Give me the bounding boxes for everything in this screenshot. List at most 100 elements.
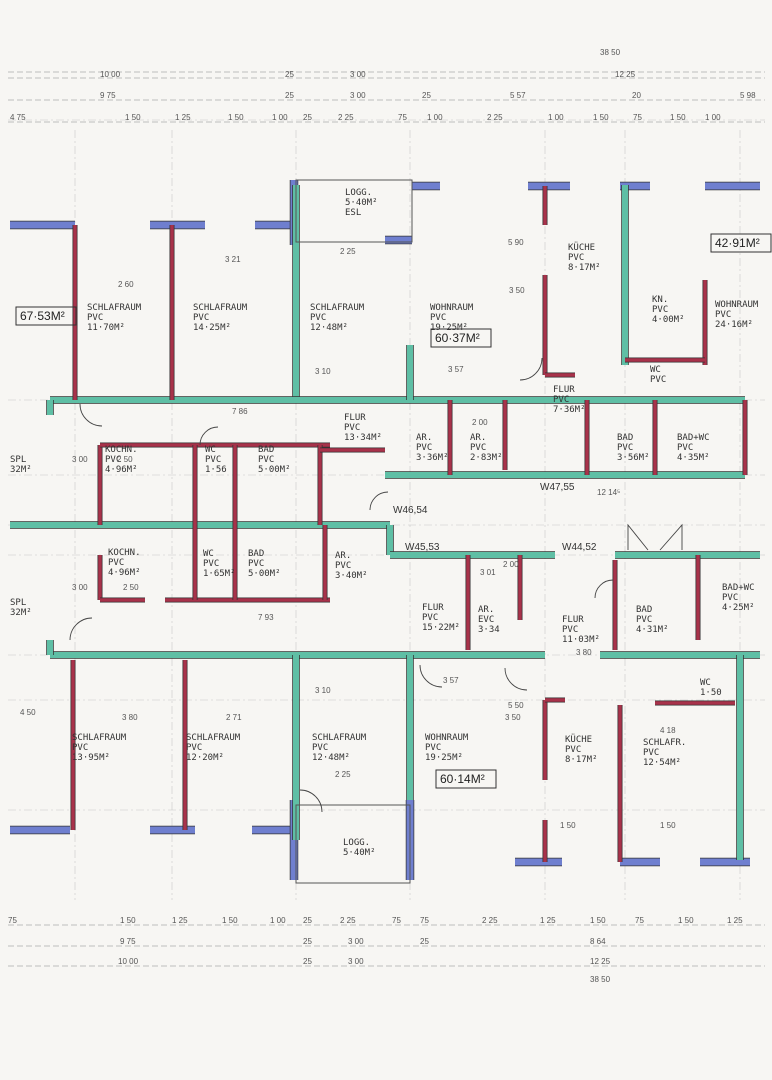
dimension-label: 3 00 — [350, 91, 366, 100]
room-floor: PVC — [105, 455, 121, 465]
unit-area-total: 67·53M² — [15, 306, 77, 326]
room-name: SCHLAFRAUM — [193, 303, 248, 313]
room-area: 13·95M² — [72, 753, 110, 763]
interior-dimension-label: 7 86 — [232, 407, 248, 416]
dimension-label: 25 — [285, 70, 294, 79]
room-area: 12·48M² — [310, 323, 348, 333]
interior-dimension-label: 5 90 — [508, 238, 524, 247]
room-floor: PVC — [565, 745, 581, 755]
room-name: BAD — [248, 549, 264, 559]
room-name: BAD — [617, 433, 633, 443]
dimension-label: 25 — [303, 113, 312, 122]
room-name: AR. — [335, 551, 351, 561]
room-floor: PVC — [677, 443, 693, 453]
room-floor: 32M² — [10, 465, 32, 475]
room-name: WOHNRAUM — [430, 303, 474, 313]
interior-dimension-label: 3 01 — [480, 568, 496, 577]
dimension-label: 5 57 — [510, 91, 526, 100]
interior-dimension-label: 2 71 — [226, 713, 242, 722]
room-floor: 32M² — [10, 608, 32, 618]
interior-dimension-label: 4 18 — [660, 726, 676, 735]
room-floor: PVC — [108, 558, 124, 568]
total-box — [435, 769, 497, 789]
apartment-door-number: W46,54 — [393, 505, 428, 516]
interior-dimension-label: 3 57 — [448, 365, 464, 374]
doors — [69, 357, 683, 813]
room-floor: PVC — [248, 559, 264, 569]
room-name: BAD — [258, 445, 274, 455]
interior-dimension-label: 12 14⁵ — [597, 488, 620, 497]
door-swing-icon — [627, 523, 683, 551]
dimension-label: 9 75 — [100, 91, 116, 100]
apartment-door-number: W45,53 — [405, 542, 440, 553]
door-swing-icon — [594, 579, 614, 599]
dimension-label: 75 — [420, 916, 429, 925]
dimension-label: 3 00 — [348, 957, 364, 966]
room-floor: PVC — [715, 310, 731, 320]
dimension-label: 25 — [303, 957, 312, 966]
room-area: 1·56 — [205, 465, 227, 475]
dimension-label: 1 50 — [228, 113, 244, 122]
dimension-label: 75 — [398, 113, 407, 122]
room-name: KÜCHE — [568, 242, 595, 253]
dimension-label: 12 25 — [615, 70, 636, 79]
unit-area-value: 42·91M² — [715, 236, 760, 250]
unit-area-total: 60·37M² — [430, 328, 492, 348]
interior-dimension-label: 7 93 — [258, 613, 274, 622]
interior-dimension-label: 4 50 — [20, 708, 36, 717]
unit-totals: 67·53M² 60·37M² 42·91M² 60·14M² — [15, 233, 772, 789]
interior-dimension-label: 3 50 — [505, 713, 521, 722]
interior-dimension-label: 3 10 — [315, 686, 331, 695]
unit-area-value: 60·14M² — [440, 772, 485, 786]
dimension-label: 1 00 — [272, 113, 288, 122]
room-name: SPL — [10, 455, 26, 465]
room-name: FLUR — [553, 385, 575, 395]
room-floor: PVC — [422, 613, 438, 623]
total-box — [430, 328, 492, 348]
room-floor: PVC — [87, 313, 103, 323]
loggia-outline — [295, 804, 411, 884]
room-floor: PVC — [430, 313, 446, 323]
room-name: KN. — [652, 295, 668, 305]
room-floor: PVC — [186, 743, 202, 753]
room-floor: PVC — [205, 455, 221, 465]
room-name: WC — [203, 549, 214, 559]
room-floor: PVC — [335, 561, 351, 571]
dimension-label: 9 75 — [120, 937, 136, 946]
dimension-label: 1 50 — [222, 916, 238, 925]
room-name: KÜCHE — [565, 734, 592, 745]
interior-dimension-label: 2 00 — [503, 560, 519, 569]
door-swing-icon — [69, 617, 93, 641]
room-area: 11·70M² — [87, 323, 125, 333]
room-area: 14·25M² — [193, 323, 231, 333]
dimension-label: 1 25 — [727, 916, 743, 925]
room-name: SCHLAFR. — [643, 738, 686, 748]
door-swing-icon — [369, 491, 389, 511]
unit-area-value: 60·37M² — [435, 331, 480, 345]
door-swing-icon — [504, 667, 528, 691]
room-name: WC — [700, 678, 711, 688]
dimension-label: 1 50 — [125, 113, 141, 122]
door-swing-icon — [419, 664, 443, 688]
dimension-label: 1 25 — [172, 916, 188, 925]
room-name: LOGG. — [345, 188, 372, 198]
dimension-label: 1 25 — [175, 113, 191, 122]
dimension-label: 2 25 — [340, 916, 356, 925]
interior-dimension-label: 2 50 — [117, 455, 133, 464]
room-floor: PVC — [722, 593, 738, 603]
interior-dimension-label: 2 50 — [123, 583, 139, 592]
interior-dimension-label: 2 25 — [335, 770, 351, 779]
